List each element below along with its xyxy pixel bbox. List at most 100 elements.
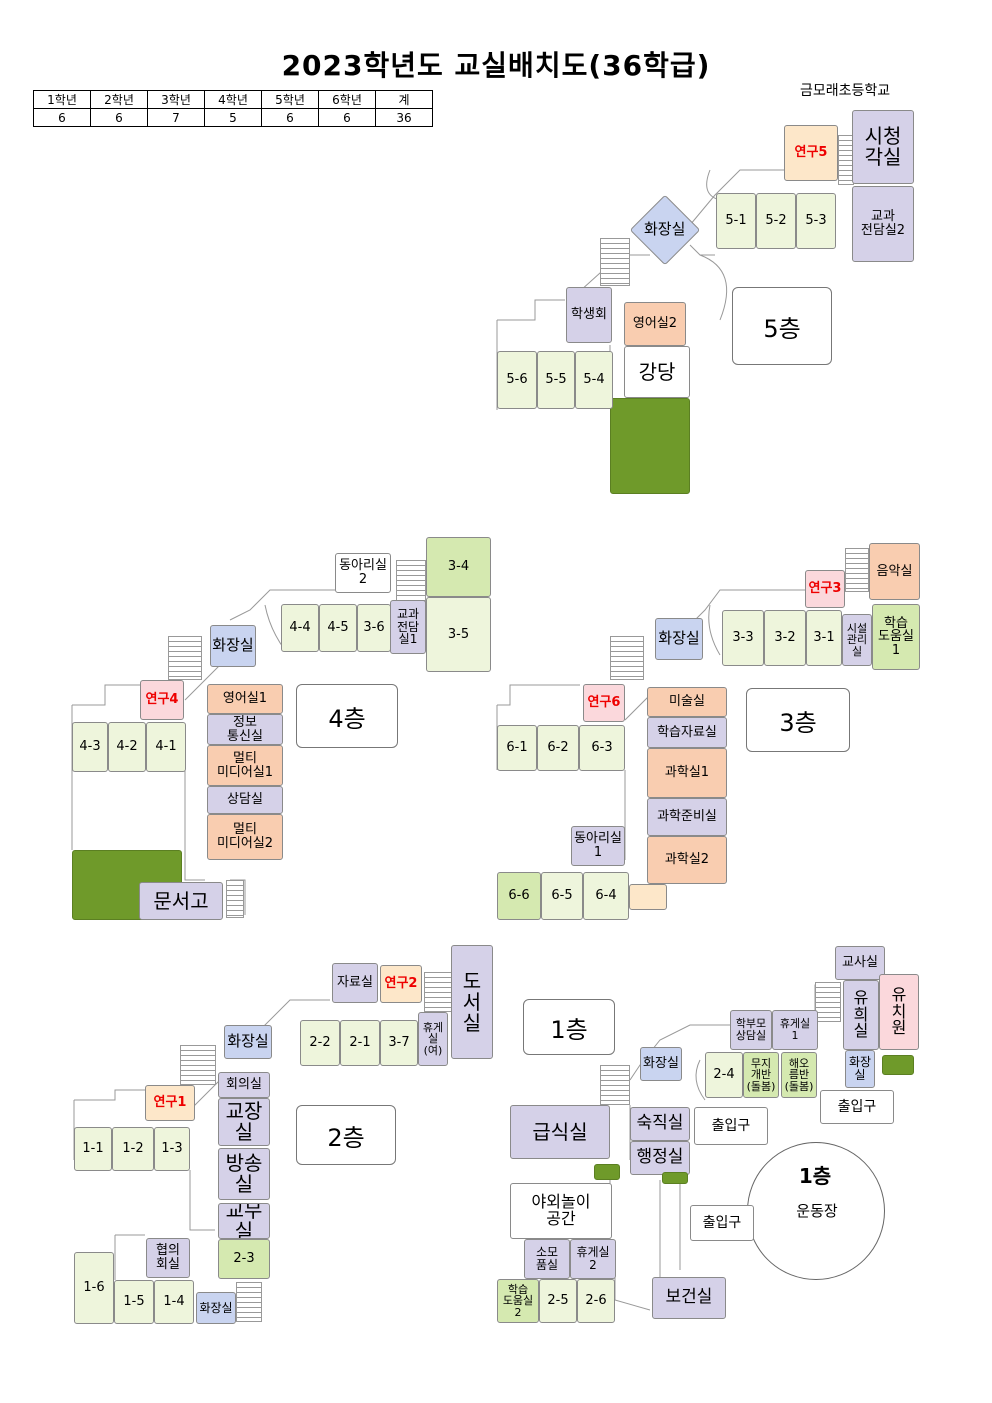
room-care-haeoreum: 해오 름반 (돌봄) [781,1052,817,1098]
classroom-6-5: 6-5 [541,872,583,920]
room-staff: 교무실 [218,1203,270,1239]
stairs [226,880,244,918]
classroom-2-5: 2-5 [539,1279,577,1323]
room-yeongu5: 연구5 [784,125,838,181]
classroom-3-6: 3-6 [357,604,391,652]
stairs [600,238,630,286]
playground-label: 운동장 [796,1202,838,1220]
room-sicheong: 시청 각실 [852,110,914,184]
room-rest1: 휴게실 1 [772,1010,818,1050]
classroom-6-2: 6-2 [537,725,579,771]
table-header-row: 1학년 2학년 3학년 4학년 5학년 6학년 계 [33,90,433,109]
classroom-1-6: 1-6 [74,1252,114,1324]
stairs [168,636,202,680]
room-toilet-1f-b: 화장 실 [845,1050,875,1088]
room-material: 학습자료실 [647,717,727,748]
room-club1: 동아리실 1 [571,826,625,866]
classroom-3-1: 3-1 [806,610,842,666]
room-yeongu4: 연구4 [140,680,184,720]
classroom-2-6: 2-6 [577,1279,615,1323]
room-broadcast: 방송실 [218,1148,270,1200]
garden-patch [882,1055,914,1075]
classroom-3-7: 3-7 [380,1020,418,1066]
classroom-4-4: 4-4 [281,604,319,652]
room-yeongu2: 연구2 [380,965,422,1003]
classroom-5-5: 5-5 [537,351,575,409]
school-name: 금모래초등학교 [800,83,891,99]
room-toilet-1f: 화장실 [640,1047,682,1081]
storage-area [629,884,667,910]
room-meeting: 회의실 [218,1072,270,1098]
classroom-6-3: 6-3 [579,725,625,771]
room-facility: 시설 관리 실 [842,614,872,666]
room-cafeteria: 급식실 [510,1105,610,1159]
table-cell: 7 [147,108,205,127]
classroom-4-5: 4-5 [319,604,357,652]
table-cell: 6 [33,108,91,127]
table-cell: 5 [204,108,262,127]
room-counsel: 상담실 [207,786,283,814]
stairs [610,636,644,680]
table-header: 5학년 [261,90,319,109]
classroom-2-3: 2-3 [218,1239,270,1279]
classroom-1-4: 1-4 [154,1280,194,1324]
class-count-table: 1학년 2학년 3학년 4학년 5학년 6학년 계 6 6 7 5 6 6 36 [33,90,433,127]
floor-label-5: 5층 [732,287,832,365]
entrance-south: 출입구 [690,1205,754,1241]
classroom-1-3: 1-3 [154,1127,190,1171]
table-cell: 6 [318,108,376,127]
room-music: 음악실 [869,543,920,600]
stairs [424,972,452,1012]
classroom-1-5: 1-5 [114,1280,154,1324]
room-library: 도 서 실 [451,945,493,1059]
room-toilet-2f-b: 화장실 [196,1292,236,1324]
stairs [236,1282,262,1322]
room-study-support1: 학습 도움실 1 [872,604,920,670]
room-multimedia1: 멀티 미디어실1 [207,745,283,786]
classroom-2-1: 2-1 [340,1020,380,1066]
room-club2: 동아리실 2 [335,553,391,593]
room-yeongu6: 연구6 [583,684,625,722]
classroom-2-2: 2-2 [300,1020,340,1066]
page-title: 2023학년도 교실배치도(36학급) [281,49,711,82]
room-principal: 교장실 [218,1098,270,1146]
floor-label-2: 2층 [296,1105,396,1165]
room-multimedia2: 멀티 미디어실2 [207,814,283,860]
room-info: 정보 통신실 [207,714,283,745]
room-toilet-4f: 화장실 [210,625,256,667]
room-night-duty: 숙직실 [630,1107,690,1141]
table-header: 2학년 [90,90,148,109]
table-header: 4학년 [204,90,262,109]
room-art: 미술실 [647,687,727,717]
classroom-6-6: 6-6 [497,872,541,920]
stairs [845,548,869,592]
stairs [396,560,426,606]
classroom-5-3: 5-3 [796,193,836,249]
table-cell: 6 [90,108,148,127]
classroom-4-1: 4-1 [146,722,186,772]
classroom-6-4: 6-4 [583,872,629,920]
room-coop: 협의 회실 [146,1238,190,1278]
room-toilet-3f: 화장실 [655,618,703,660]
room-supplies: 소모 품실 [524,1239,570,1279]
room-english1: 영어실1 [207,684,283,714]
classroom-3-5: 3-5 [426,597,491,672]
room-science-prep: 과학준비실 [647,798,727,836]
floor-label-3: 3층 [746,688,850,752]
room-archive: 문서고 [139,882,223,920]
stairs [180,1045,216,1085]
room-rest-female: 휴게 실 (여) [418,1012,448,1066]
room-resource: 자료실 [332,963,378,1003]
garden-patch [662,1172,688,1184]
toilet-label: 화장실 [644,220,686,239]
garden-patch [594,1164,620,1180]
stairs [815,982,841,1022]
floor-label-4: 4층 [296,684,398,748]
classroom-5-1: 5-1 [716,193,756,249]
classroom-6-1: 6-1 [497,725,537,771]
playground-circle [747,1142,885,1280]
entrance-center: 출입구 [694,1107,768,1145]
floor-label-1: 1층 [523,999,615,1055]
classroom-1-2: 1-2 [112,1127,154,1171]
room-kindergarten: 유 치 원 [879,974,919,1050]
